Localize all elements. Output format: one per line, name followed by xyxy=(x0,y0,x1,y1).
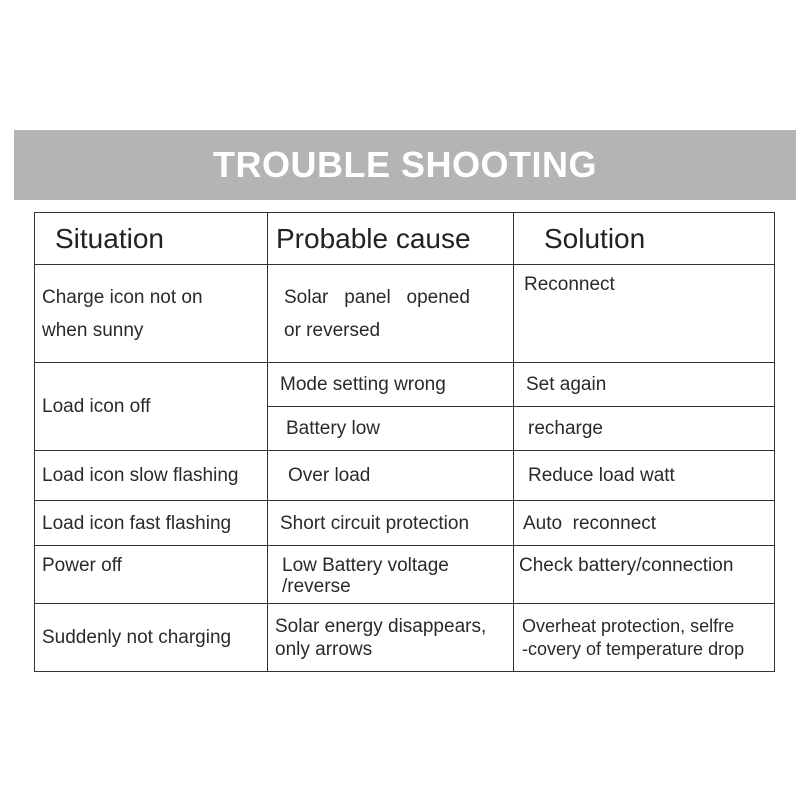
table-row: Suddenly not charging Solar energy disap… xyxy=(34,603,775,672)
situation-line: when sunny xyxy=(42,319,144,341)
situation-cell: Suddenly not charging xyxy=(34,603,268,672)
situation-cell: Load icon fast flashing xyxy=(34,500,268,546)
cause-line: only arrows xyxy=(275,638,373,660)
cause-cell: Mode setting wrong xyxy=(267,362,514,407)
cause-cell: Low Battery voltage /reverse xyxy=(267,545,514,604)
header-solution: Solution xyxy=(513,212,775,265)
situation-cell: Load icon off xyxy=(34,362,268,451)
table-row: Battery low recharge xyxy=(35,406,775,451)
cause-line: /reverse xyxy=(282,576,351,597)
cause-cell: Short circuit protection xyxy=(267,500,514,546)
solution-cell: Set again xyxy=(513,362,775,407)
title-banner: TROUBLE SHOOTING xyxy=(14,130,796,200)
cause-line: Low Battery voltage xyxy=(282,555,449,576)
cause-line: Solar panel opened xyxy=(284,286,470,308)
solution-cell: Check battery/connection xyxy=(513,545,775,604)
table-row: Charge icon not on when sunny Solar pane… xyxy=(34,264,775,363)
solution-cell: recharge xyxy=(513,406,775,451)
table-row: Load icon off Mode setting wrong Set aga… xyxy=(34,362,775,451)
solution-cell: Overheat protection, selfre -covery of t… xyxy=(513,603,775,672)
table-row: Load icon slow flashing Over load Reduce… xyxy=(34,450,775,501)
solution-cell: Auto reconnect xyxy=(513,500,775,546)
cause-cell: Solar energy disappears, only arrows xyxy=(267,603,514,672)
table-row: Load icon fast flashing Short circuit pr… xyxy=(34,500,775,546)
header-situation: Situation xyxy=(34,212,268,265)
solution-text: Reconnect xyxy=(524,274,615,295)
solution-cell: Reduce load watt xyxy=(513,450,775,501)
cause-cell: Battery low xyxy=(267,406,514,451)
situation-cell: Load icon slow flashing xyxy=(34,450,268,501)
cause-cell: Solar panel opened or reversed xyxy=(267,264,514,363)
header-probable-cause: Probable cause xyxy=(267,212,514,265)
table-row: Power off Low Battery voltage /reverse C… xyxy=(34,545,775,604)
situation-line: Charge icon not on xyxy=(42,286,203,308)
troubleshooting-table: Situation Probable cause Solution Charge… xyxy=(34,212,775,672)
cause-line: or reversed xyxy=(284,319,381,341)
situation-cell: Charge icon not on when sunny xyxy=(34,264,268,363)
solution-line: -covery of temperature drop xyxy=(522,638,745,659)
situation-cell: Power off xyxy=(34,545,268,604)
solution-cell: Reconnect xyxy=(513,264,775,363)
solution-line: Overheat protection, selfre xyxy=(522,615,735,636)
page-title: TROUBLE SHOOTING xyxy=(213,144,597,185)
cause-cell: Over load xyxy=(267,450,514,501)
cause-line: Solar energy disappears, xyxy=(275,615,487,637)
table-header-row: Situation Probable cause Solution xyxy=(34,212,775,265)
